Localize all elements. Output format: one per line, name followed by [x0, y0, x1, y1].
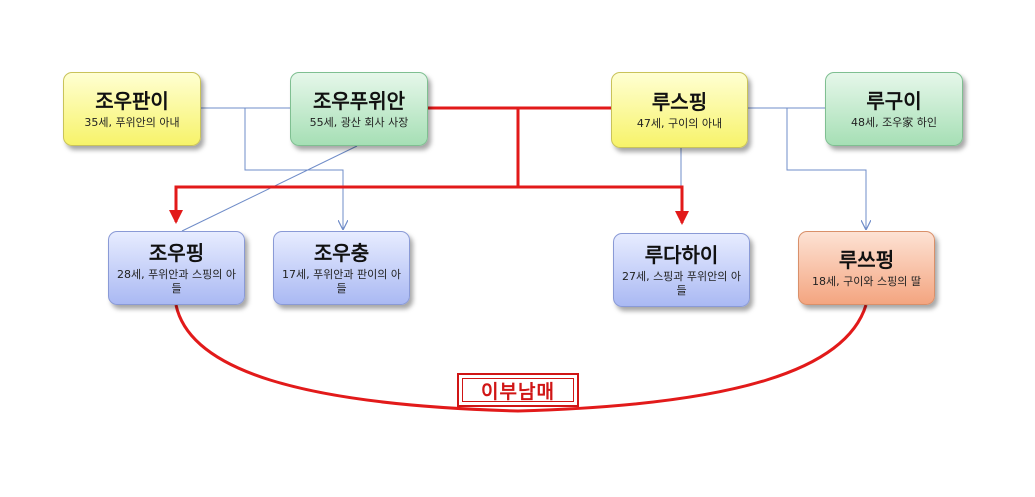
- node-desc: 48세, 조우家 하인: [850, 115, 938, 129]
- node-name: 조우충: [313, 240, 370, 265]
- node-name: 루쓰펑: [838, 247, 895, 272]
- node-desc: 27세, 스핑과 푸위안의 아들: [621, 269, 742, 297]
- node-lu-sseuping: 루쓰펑 18세, 구이와 스핑의 딸: [798, 231, 935, 305]
- node-desc: 17세, 푸위안과 판이의 아들: [281, 267, 402, 295]
- node-jou-puwian: 조우푸위안 55세, 광산 회사 사장: [290, 72, 428, 146]
- node-name: 조우핑: [148, 240, 205, 265]
- child-line-lu-sseuping: [786, 108, 866, 229]
- node-jou-panyi: 조우판이 35세, 푸위안의 아내: [63, 72, 201, 146]
- node-desc: 18세, 구이와 스핑의 딸: [812, 274, 921, 288]
- node-jou-chung: 조우충 17세, 푸위안과 판이의 아들: [273, 231, 410, 305]
- node-lu-dahai: 루다하이 27세, 스핑과 푸위안의 아들: [613, 233, 750, 307]
- half-sibling-arc: [174, 304, 868, 413]
- child-line-jou-chung: [244, 108, 343, 229]
- node-jou-ping: 조우핑 28세, 푸위안과 스핑의 아들: [108, 231, 245, 305]
- node-desc: 35세, 푸위안의 아내: [84, 115, 180, 129]
- node-name: 조우판이: [95, 88, 169, 113]
- node-desc: 47세, 구이의 아내: [636, 116, 723, 130]
- half-sibling-label: 이부남매: [481, 380, 555, 403]
- red-child-line-lu-dahai: [518, 185, 689, 225]
- node-lu-gui: 루구이 48세, 조우家 하인: [825, 72, 963, 146]
- node-name: 루다하이: [644, 242, 719, 267]
- node-lu-sping: 루스핑 47세, 구이의 아내: [611, 72, 748, 148]
- node-name: 루스핑: [651, 89, 708, 114]
- node-name: 조우푸위안: [313, 88, 405, 113]
- half-sibling-stamp: 이부남매: [457, 373, 579, 407]
- node-desc: 55세, 광산 회사 사장: [309, 115, 409, 129]
- red-child-bar: [169, 108, 520, 224]
- node-desc: 28세, 푸위안과 스핑의 아들: [116, 267, 237, 295]
- node-name: 루구이: [866, 88, 922, 113]
